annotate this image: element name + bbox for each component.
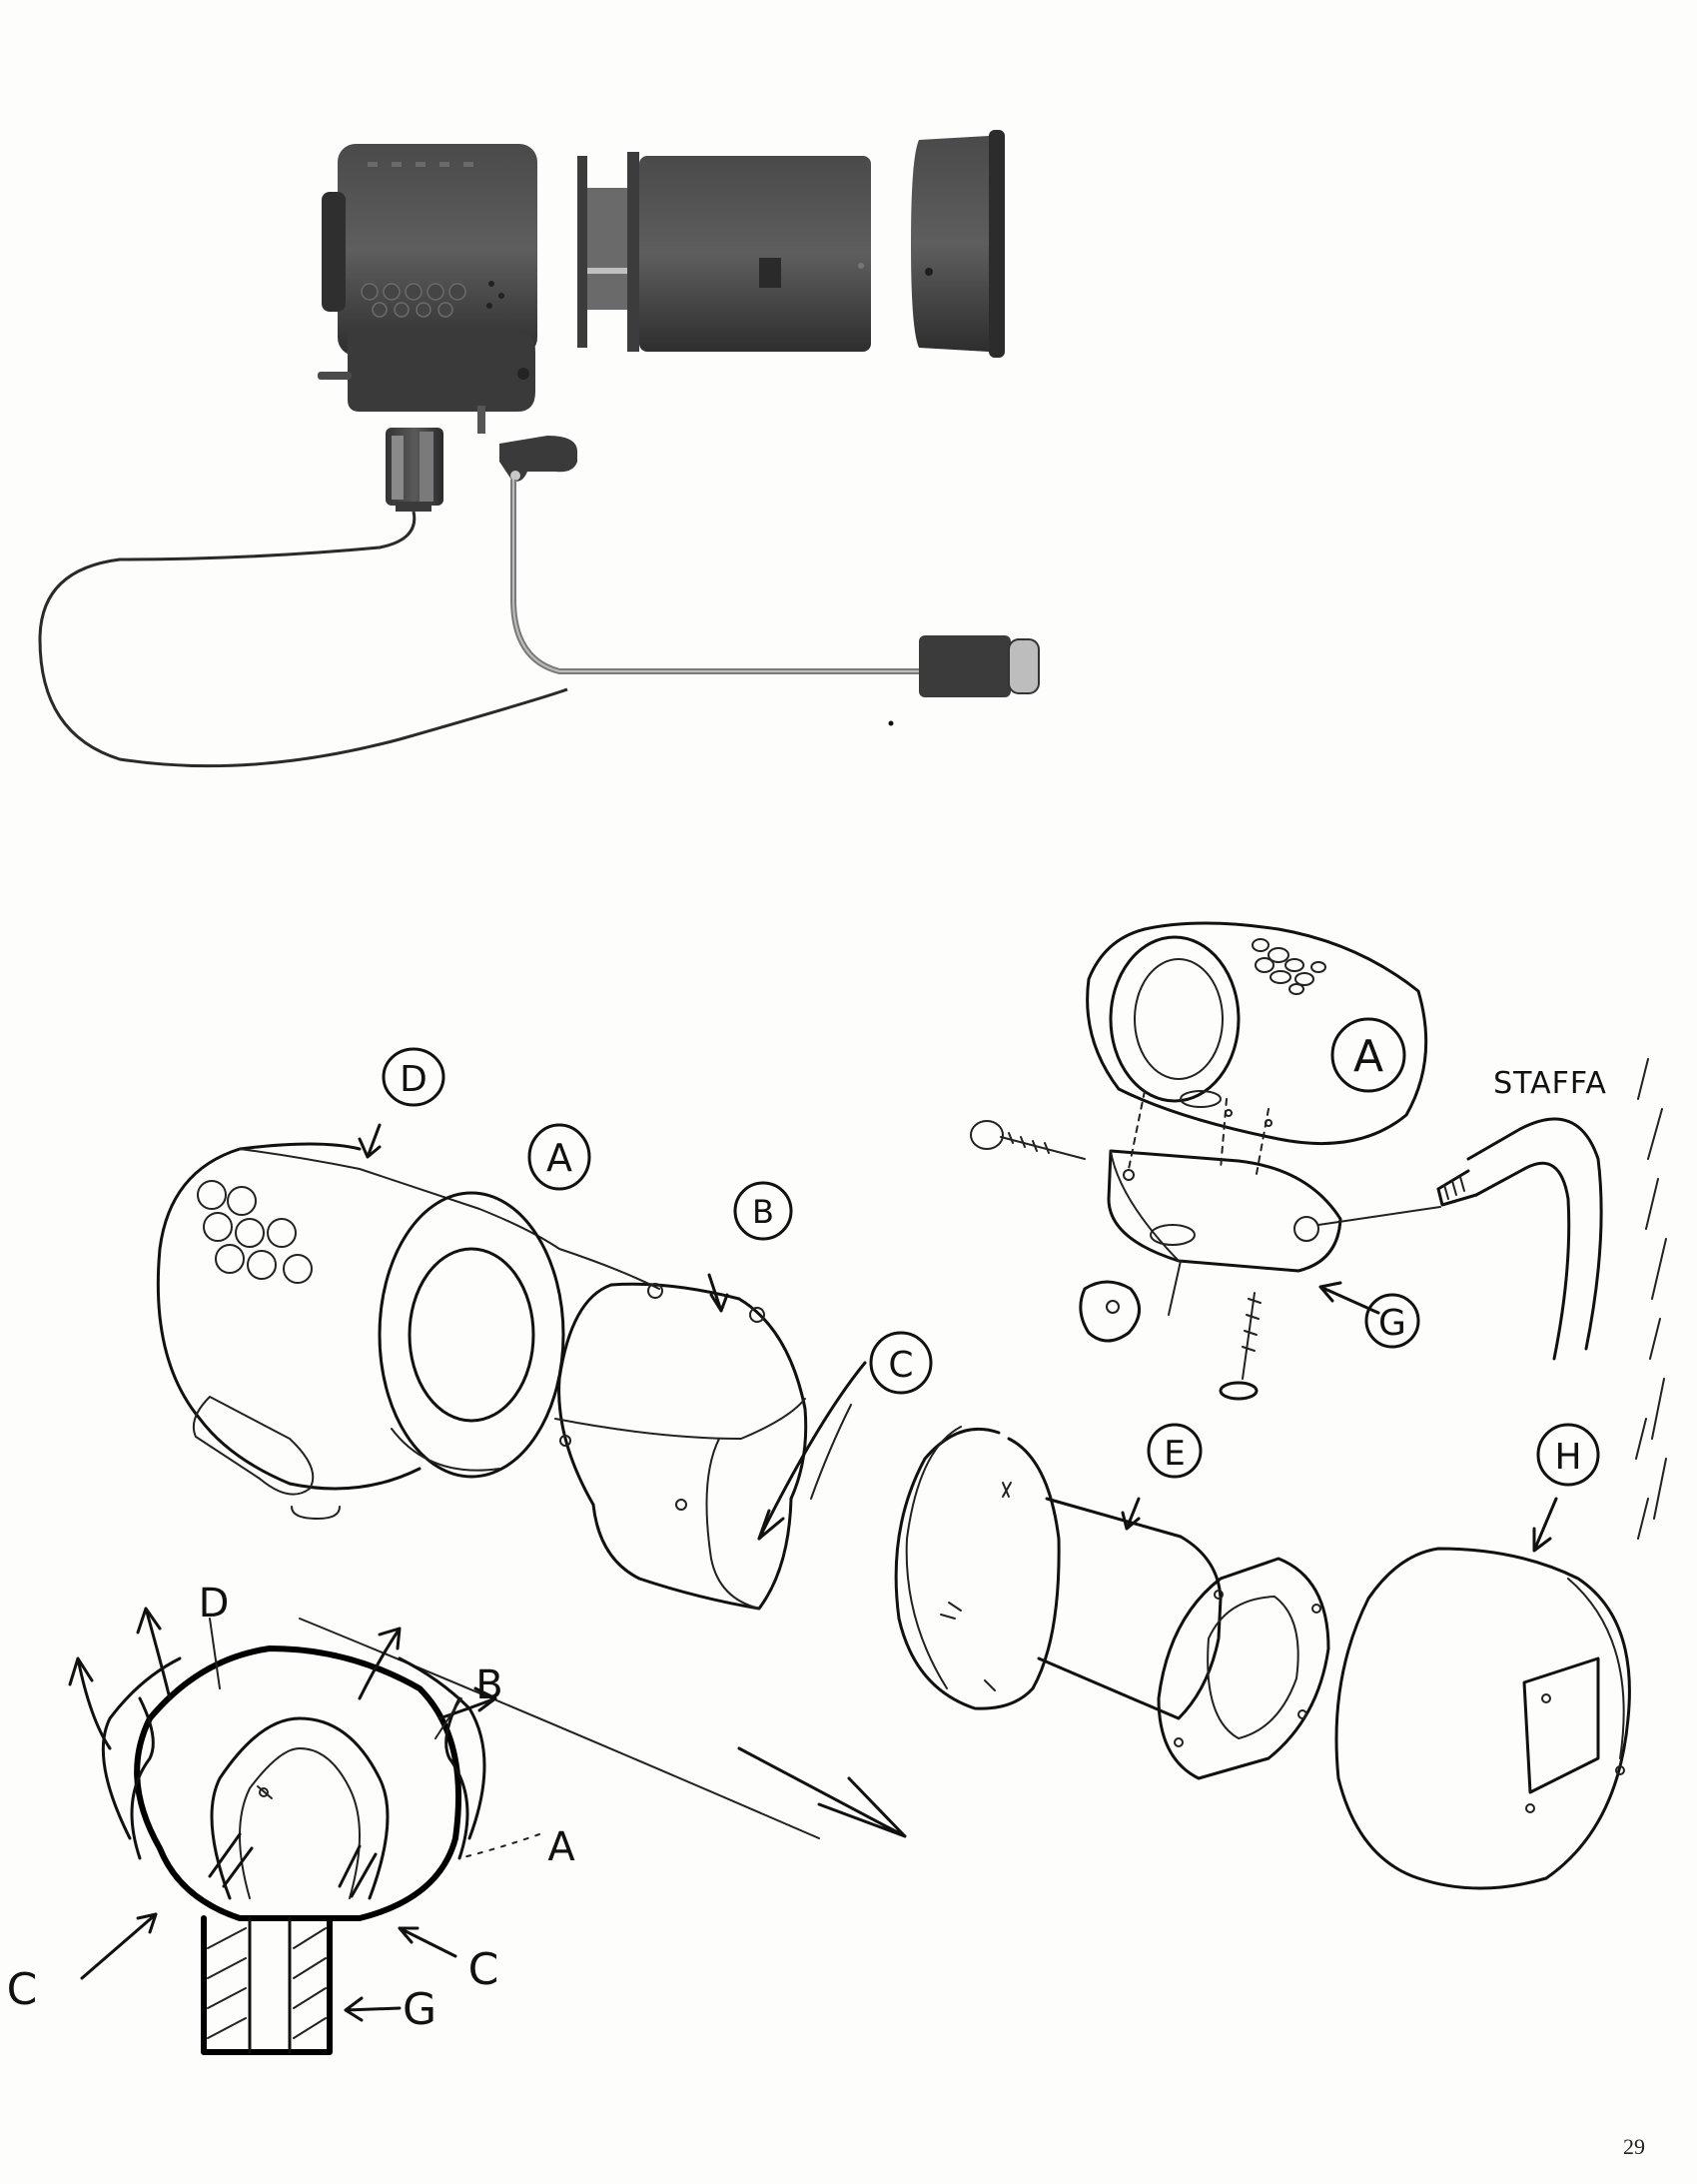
section-label-g: G: [403, 1984, 436, 2035]
product-photo: [38, 130, 1040, 768]
section-label-c-right: C: [468, 1944, 499, 1995]
power-cable: [38, 511, 568, 768]
part-d-housing: [156, 1142, 560, 1520]
cross-section: [68, 1607, 540, 2055]
section-label-d: D: [199, 1581, 230, 1627]
leader-arrow: [358, 1123, 382, 1159]
lamp-body: [318, 144, 537, 434]
labels-left: [382, 1047, 933, 1395]
label-staffa: STAFFA: [1493, 1066, 1607, 1101]
page-number: 29: [1623, 2134, 1645, 2159]
part-c-deflector: [591, 1361, 867, 1611]
speck: [888, 720, 894, 726]
part-b-shield: [554, 1282, 808, 1511]
section-label-c-left: C: [7, 1964, 38, 2015]
label-h: H: [1554, 1437, 1581, 1478]
mount-sketch: [970, 921, 1667, 1540]
label-a2: A: [1353, 1031, 1383, 1082]
label-d: D: [400, 1059, 427, 1100]
end-cap: [911, 130, 1005, 358]
exploded-sketch: [156, 1123, 907, 1839]
motor: [386, 428, 443, 512]
leader-arrow: [707, 1273, 729, 1313]
assembly-line: [558, 1248, 660, 1290]
label-c: C: [888, 1345, 913, 1386]
lever-and-rod: [499, 436, 1040, 697]
part-a-front: [378, 1191, 565, 1479]
label-b: B: [752, 1193, 774, 1231]
circle-a: [1330, 1017, 1406, 1093]
circle-h: [1536, 1423, 1600, 1487]
section-label-b: B: [475, 1662, 502, 1708]
circle-g: [1364, 1293, 1420, 1349]
section-label-a: A: [547, 1824, 575, 1870]
part-e-sleeve: [894, 1426, 1330, 1780]
assembly-arrow: [737, 1746, 907, 1838]
circle-e: [1147, 1423, 1203, 1479]
assembly-line: [299, 1618, 820, 1839]
label-e: E: [1164, 1434, 1185, 1474]
label-a: A: [546, 1136, 572, 1180]
label-g: G: [1378, 1303, 1406, 1344]
part-h-cap: [1334, 1497, 1631, 1890]
middle-cylinder: [577, 152, 871, 352]
